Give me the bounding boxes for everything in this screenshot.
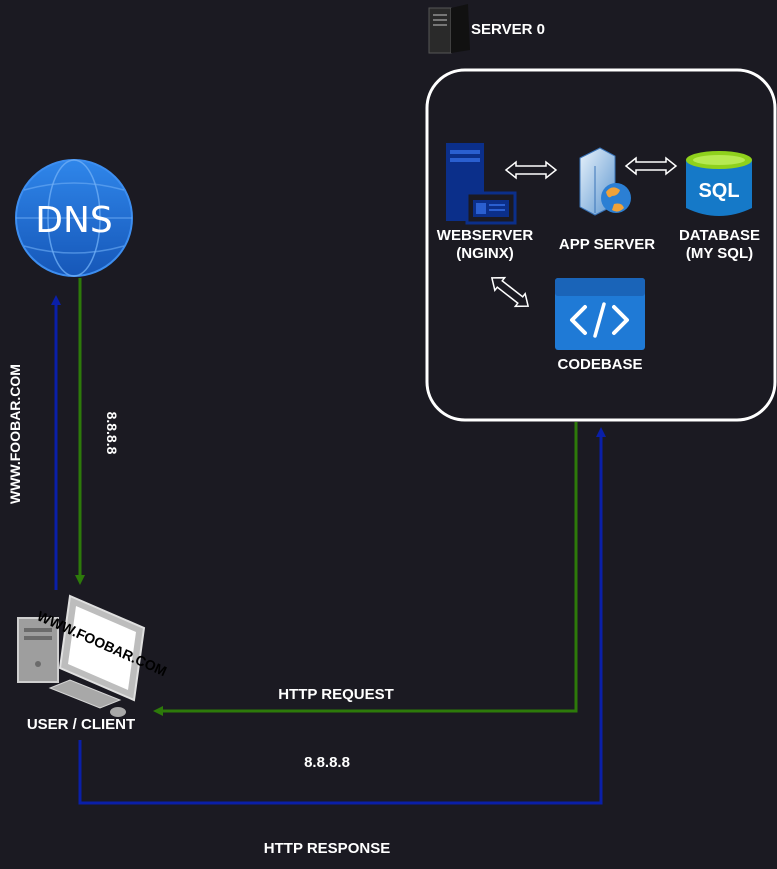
database-icon-text: SQL: [698, 180, 739, 202]
webserver-app-arrow: [504, 160, 558, 180]
app-server-icon: [579, 147, 631, 216]
dns-icon: [15, 159, 133, 277]
codebase-icon: [555, 278, 645, 350]
server-tower-icon: [428, 4, 470, 54]
database-icon: [686, 151, 752, 216]
server-boundary: [425, 68, 777, 422]
codebase-label: CODEBASE: [557, 356, 643, 373]
database-label-line2: (MY SQL): [685, 245, 754, 262]
dns-query-label: WWW.FOOBAR.COM: [7, 364, 23, 504]
webserver-codebase-arrow: [490, 276, 530, 308]
database-label: DATABASE (MY SQL): [672, 227, 767, 263]
server-title: SERVER 0: [471, 21, 545, 38]
http-response-label: HTTP RESPONSE: [263, 840, 391, 857]
app-server-label: APP SERVER: [558, 236, 656, 253]
client-label: USER / CLIENT: [26, 716, 136, 733]
webserver-icon: [446, 143, 517, 225]
dns-reply-label: 8.8.8.8: [104, 411, 120, 455]
database-label-line1: DATABASE: [678, 227, 761, 244]
ip-label: 8.8.8.8: [304, 754, 350, 771]
http-response-line: [78, 427, 606, 805]
webserver-label-line1: WEBSERVER: [436, 227, 534, 244]
dns-icon-text: DNS: [35, 200, 113, 241]
app-database-arrow: [624, 156, 678, 176]
http-request-label: HTTP REQUEST: [278, 686, 394, 703]
client-computer-icon: [17, 594, 146, 717]
http-request-line: [153, 422, 578, 716]
webserver-label: WEBSERVER (NGINX): [432, 227, 538, 263]
webserver-label-line2: (NGINX): [456, 245, 514, 262]
